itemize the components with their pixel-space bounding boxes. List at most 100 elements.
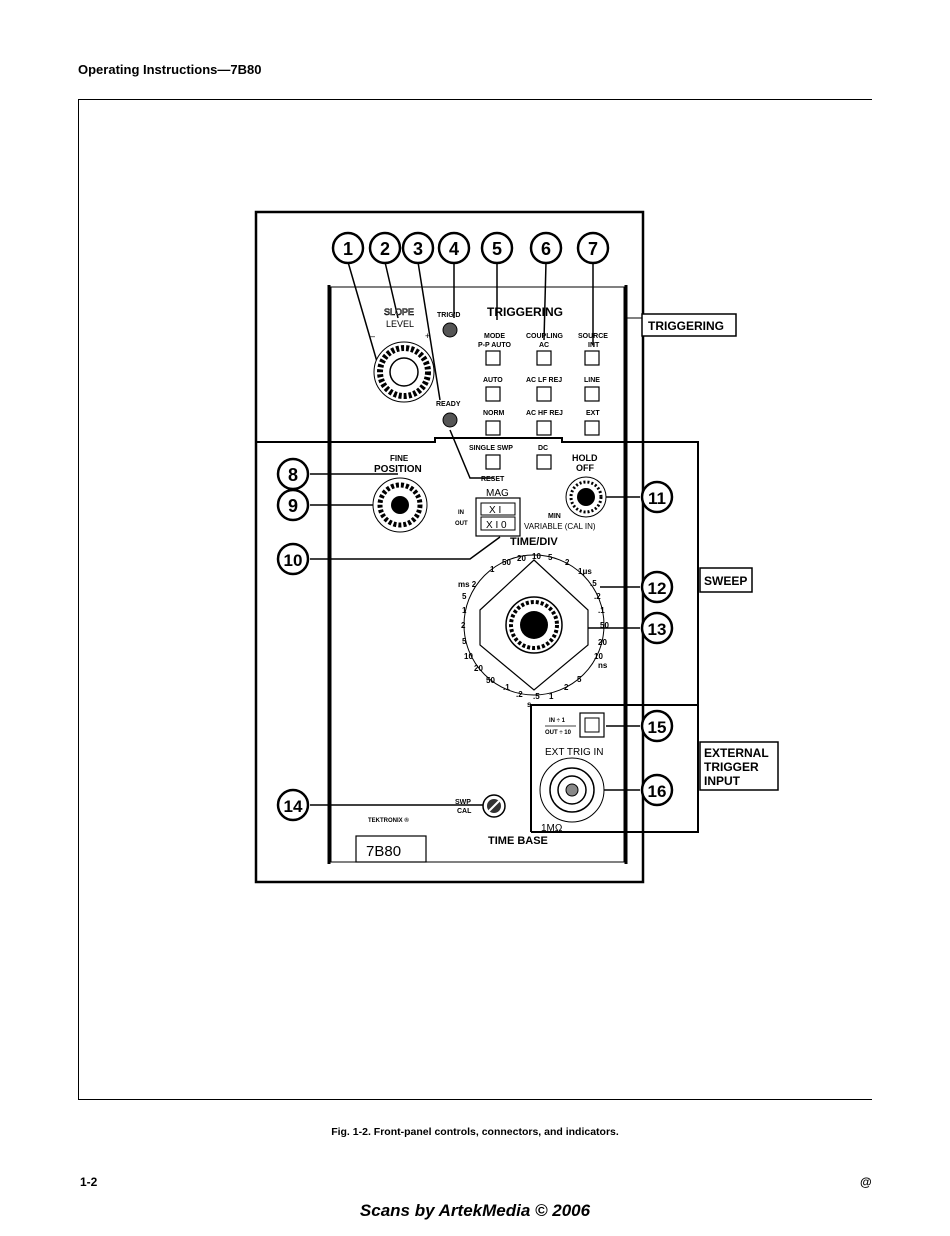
dial-label-r50: 50 [600,621,609,630]
hold-off-knob[interactable] [565,476,607,518]
callout-2: 2 [368,231,402,265]
mag-label: MAG [486,488,509,499]
min-label: MIN [548,513,561,520]
position-knob[interactable] [372,477,428,533]
position-label: POSITION [374,464,422,475]
dial-label-l5b: 5 [462,637,467,646]
in-div1-label: IN ÷ 1 [549,718,566,724]
mode-auto-button[interactable] [485,386,501,402]
svg-text:14: 14 [284,797,303,816]
mag-in-label: IN [458,510,464,516]
variable-knob[interactable] [520,611,548,639]
source-ext-label: EXT [586,410,600,417]
level-label: LEVEL [386,319,414,329]
svg-text:8: 8 [288,465,298,485]
dial-label-l2: 2 [461,621,466,630]
level-knob[interactable] [373,341,435,403]
triggering-title: TRIGGERING [487,305,563,319]
callout-5: 5 [480,231,514,265]
callout-15: 15 [640,709,674,743]
swp-cal-adjust[interactable] [482,794,506,818]
page-header: Operating Instructions—7B80 [78,62,262,77]
callout-9: 9 [276,488,310,522]
dial-label-b1: 1 [549,692,554,701]
coupling-ac-button[interactable] [536,350,552,366]
source-ext-button[interactable] [584,420,600,436]
coupling-ac-hf-rej-button[interactable] [536,420,552,436]
page-number: 1-2 [80,1175,98,1189]
leader-lines [310,261,640,806]
one-meg-label: 1MΩ [541,823,563,834]
slope-label: SLOPE [384,307,414,317]
section-label-sweep: SWEEP [704,574,747,588]
section-label-triggering: TRIGGERING [648,319,724,333]
svg-text:11: 11 [648,489,666,508]
figure-frame-left [78,99,79,1099]
time-base-label: TIME BASE [488,835,548,847]
trigd-lamp [442,322,458,338]
ready-lamp [442,412,458,428]
callout-11: 11 [640,480,674,514]
footer-mark: @ [860,1175,872,1189]
dial-label-r20: 20 [598,638,607,647]
svg-text:7: 7 [588,239,598,259]
variable-label: VARIABLE (CAL IN) [524,522,596,531]
dial-label-t5: 5 [548,553,553,562]
dial-label-b2: 2 [564,683,569,692]
level-plus: + [425,331,430,341]
svg-text:5: 5 [492,239,502,259]
coupling-dc-label: DC [538,445,548,452]
mode-pp-auto-label: P-P AUTO [478,342,511,349]
mag-x10-label: X I 0 [486,520,507,531]
svg-text:1: 1 [343,239,353,259]
mode-norm-button[interactable] [485,420,501,436]
callout-6: 6 [529,231,563,265]
coupling-ac-lf-rej-label: AC LF REJ [526,377,562,384]
level-minus: – [370,331,375,341]
coupling-ac-lf-rej-button[interactable] [536,386,552,402]
svg-text:6: 6 [541,239,551,259]
mag-x1-label: X I [489,505,501,516]
svg-text:9: 9 [288,496,298,516]
coupling-dc-button[interactable] [536,454,552,470]
source-int-button[interactable] [584,350,600,366]
callout-8: 8 [276,457,310,491]
ready-label: READY [436,401,461,408]
scan-credit: Scans by ArtekMedia © 2006 [359,1201,591,1220]
figure-caption: Fig. 1-2. Front-panel controls, connecto… [331,1126,619,1138]
dial-label-b01: .1 [503,683,510,692]
svg-text:10: 10 [284,551,303,570]
ext-trig-bnc-connector[interactable] [539,757,605,823]
ext-trig-in-label: EXT TRIG IN [545,747,604,758]
out-div10-label: OUT ÷ 10 [545,730,572,736]
coupling-ac-hf-rej-label: AC HF REJ [526,410,563,417]
source-line-button[interactable] [584,386,600,402]
dial-label-t2: 2 [565,558,570,567]
dial-label-r10: 10 [594,652,603,661]
coupling-ac-label: AC [539,342,549,349]
reset-label: RESET [481,476,505,483]
callout-10: 10 [276,542,310,576]
svg-text:15: 15 [648,718,667,737]
callout-12: 12 [640,570,674,604]
mode-single-swp-button[interactable] [485,454,501,470]
fine-label: FINE [390,454,409,463]
section-label-external-3: INPUT [704,774,741,788]
off-label: OFF [576,463,594,473]
svg-text:12: 12 [648,579,667,598]
figure-frame-bottom [78,1099,872,1100]
svg-text:13: 13 [648,620,667,639]
mode-header: MODE [484,333,505,340]
tektronix-label: TEKTRONIX ® [368,817,409,824]
mode-norm-label: NORM [483,410,505,417]
section-label-external-2: TRIGGER [704,760,759,774]
mode-single-swp-label: SINGLE SWP [469,445,513,452]
svg-text:3: 3 [413,239,423,259]
dial-label-ms2: ms 2 [458,580,477,589]
dial-label-t20: 20 [517,554,526,563]
mode-pp-auto-button[interactable] [485,350,501,366]
callout-3: 3 [401,231,435,265]
callout-14: 14 [276,788,310,822]
dial-label-r01: .1 [598,606,605,615]
